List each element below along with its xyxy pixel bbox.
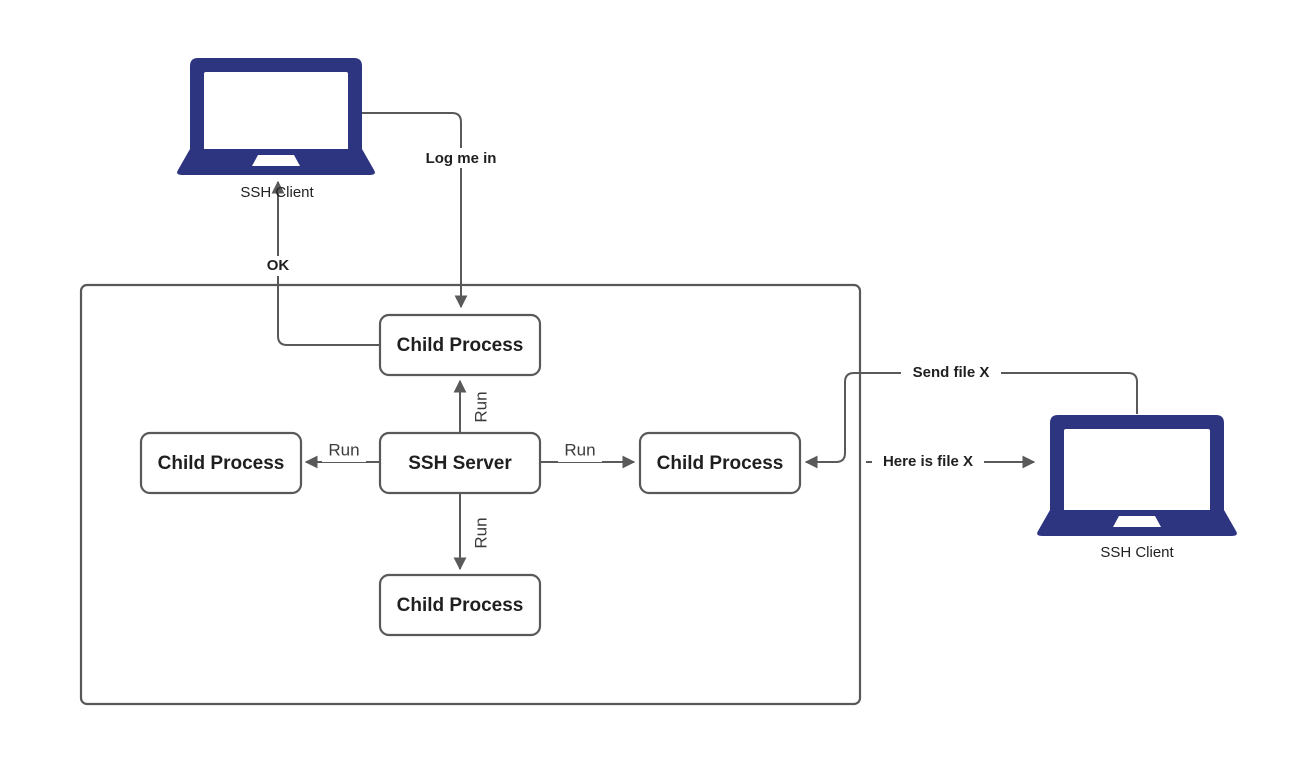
node-child-top[interactable]: Child Process <box>378 313 542 377</box>
node-child-bottom[interactable]: Child Process <box>378 573 542 637</box>
edge-label-text: Send file X <box>913 364 990 381</box>
edge-label-here-is-file-x: Here is file X <box>872 452 984 472</box>
laptop-notch <box>1113 516 1161 527</box>
device-client-right <box>1037 415 1237 536</box>
edge-label-text: Run <box>564 440 595 459</box>
laptop-notch <box>252 155 300 166</box>
edge-label-text: Log me in <box>426 150 497 167</box>
edge-label-send-file-x: Send file X <box>901 363 1001 383</box>
edge-label-log-me-in: Log me in <box>413 148 509 168</box>
connector-log-me-in <box>357 112 468 309</box>
edge-label-text: OK <box>267 257 290 274</box>
connector-send-file-x <box>804 372 1138 469</box>
node-ssh-server[interactable]: SSH Server <box>378 431 542 495</box>
edge-label-run-down: Run <box>471 509 493 557</box>
connector-ok <box>271 180 380 346</box>
node-box[interactable] <box>139 431 303 495</box>
edge-label-ok: OK <box>258 256 298 276</box>
edge-label-text: Here is file X <box>883 453 973 470</box>
edge-label-text: Run <box>471 517 490 548</box>
edge-label-text: Run <box>328 440 359 459</box>
laptop-icon <box>190 58 362 151</box>
node-box[interactable] <box>378 313 542 377</box>
node-child-left[interactable]: Child Process <box>139 431 303 495</box>
edge-label-text: Run <box>471 391 490 422</box>
laptop-icon <box>1050 415 1224 512</box>
node-box[interactable] <box>638 431 802 495</box>
client-top-label: SSH Client <box>240 184 314 201</box>
node-child-right[interactable]: Child Process <box>638 431 802 495</box>
node-child-right-label: Child Process <box>657 453 784 474</box>
node-ssh-server-label: SSH Server <box>408 453 512 474</box>
device-client-top <box>177 58 375 175</box>
edge-label-run-left: Run <box>322 440 366 462</box>
edge-label-run-right: Run <box>558 440 602 462</box>
node-box[interactable] <box>378 431 542 495</box>
node-child-bottom-label: Child Process <box>397 595 524 616</box>
edge-label-run-up: Run <box>471 383 493 431</box>
node-child-top-label: Child Process <box>397 335 524 356</box>
node-box[interactable] <box>378 573 542 637</box>
node-child-left-label: Child Process <box>158 453 285 474</box>
client-right-label: SSH Client <box>1100 544 1174 561</box>
ssh-server-boundary <box>79 283 862 706</box>
